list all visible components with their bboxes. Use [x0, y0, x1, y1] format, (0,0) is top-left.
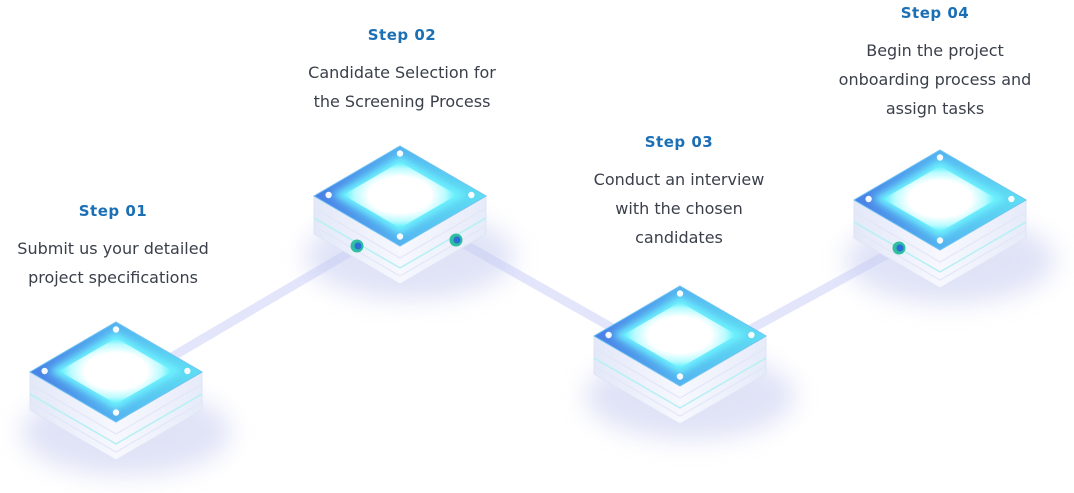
- step-1-platform: [21, 321, 231, 476]
- step-1-description: Submit us your detailed project specific…: [0, 234, 226, 292]
- step-4-title: Step 04: [900, 4, 970, 22]
- step-3-platform: [585, 285, 795, 440]
- port-step2-left: [350, 239, 364, 253]
- step-2-description: Candidate Selection for the Screening Pr…: [286, 58, 518, 116]
- step-1-block: Step 01 Submit us your detailed project …: [0, 202, 226, 292]
- step-4-description: Begin the project onboarding process and…: [816, 36, 1054, 123]
- glowing-platform-icon: [59, 338, 173, 404]
- step-4-line-2: onboarding process and: [838, 70, 1032, 89]
- step-4-platform: [845, 149, 1055, 304]
- step-3-line-1: Conduct an interview: [593, 170, 765, 189]
- step-4-block: Step 04 Begin the project onboarding pro…: [816, 4, 1054, 123]
- step-1-line-1: Submit us your detailed: [17, 239, 209, 258]
- step-2-title: Step 02: [367, 26, 437, 44]
- step-4-line-1: Begin the project: [866, 41, 1004, 60]
- step-2-block: Step 02 Candidate Selection for the Scre…: [286, 26, 518, 116]
- step-2-platform: [305, 145, 515, 300]
- step-4-line-3: assign tasks: [885, 99, 985, 118]
- step-1-title: Step 01: [78, 202, 148, 220]
- glowing-platform-icon: [623, 302, 737, 368]
- step-3-title: Step 03: [644, 133, 714, 151]
- step-2-line-1: Candidate Selection for: [308, 63, 496, 82]
- glowing-platform-icon: [883, 166, 997, 232]
- glowing-platform-icon: [343, 162, 457, 228]
- step-3-block: Step 03 Conduct an interview with the ch…: [570, 133, 788, 252]
- step-2-line-2: the Screening Process: [313, 92, 491, 111]
- step-3-description: Conduct an interview with the chosen can…: [570, 165, 788, 252]
- step-3-line-2: with the chosen: [615, 199, 743, 218]
- connection-ports: [350, 233, 906, 255]
- step-3-line-3: candidates: [635, 228, 723, 247]
- step-1-line-2: project specifications: [28, 268, 198, 287]
- port-step2-right: [449, 233, 463, 247]
- port-step4-left: [892, 241, 906, 255]
- connectors: [165, 235, 904, 363]
